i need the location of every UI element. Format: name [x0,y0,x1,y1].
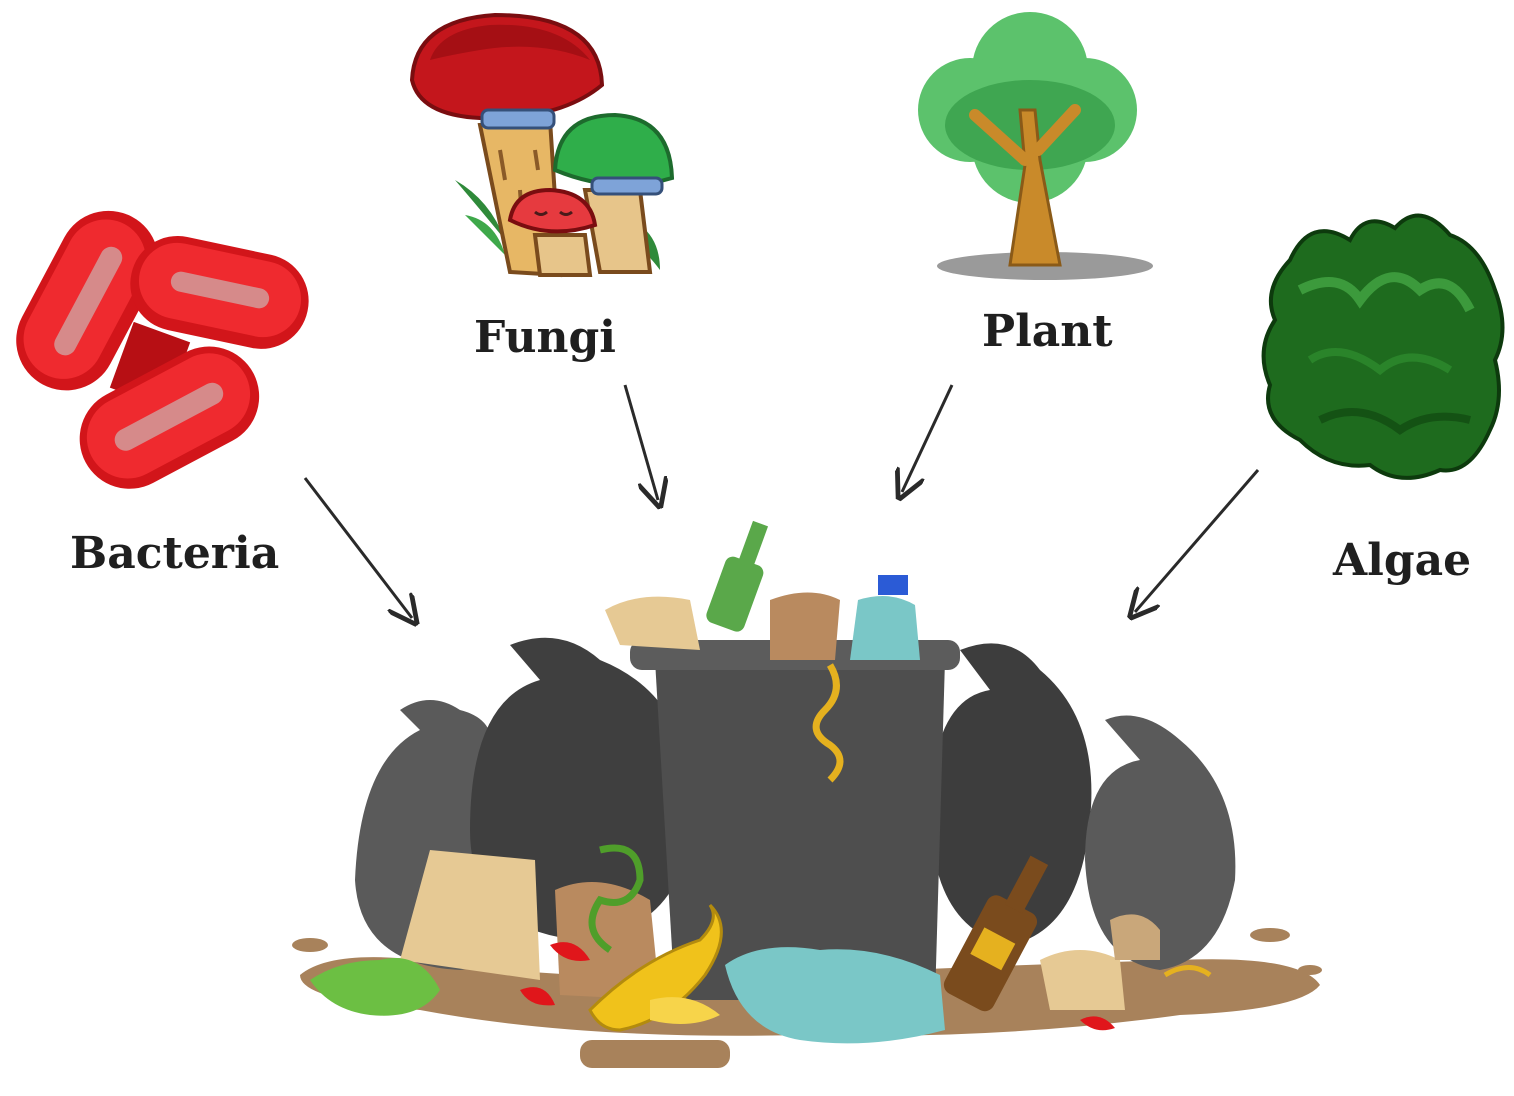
arrow-plant [902,385,952,492]
arrow-fungi [625,385,658,500]
algae-label: Algae [1333,535,1471,586]
bacteria-label: Bacteria [70,528,279,579]
plant-label: Plant [982,306,1113,357]
algae-icon [1264,216,1503,478]
arrow-algae [1135,470,1258,612]
garbage-pile-icon [292,517,1322,1068]
fungi-label: Fungi [474,312,616,363]
arrow-bacteria [305,478,412,618]
bacteria-icon [0,193,317,506]
fungi-icon [412,15,672,275]
plant-icon [918,12,1153,280]
